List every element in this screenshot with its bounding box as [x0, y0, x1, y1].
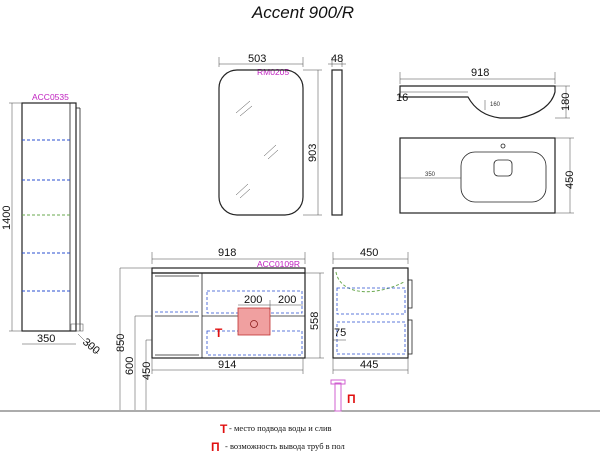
water-supply-zone [237, 307, 271, 336]
cabinet-600-dim: 600 [124, 357, 136, 375]
basin-top-view [399, 137, 556, 214]
side-depth-top-dim: 450 [360, 247, 378, 259]
tap-hole-icon [493, 159, 513, 177]
pipe-offset-2: 200 [278, 294, 296, 306]
cabinet-450-dim: 450 [141, 362, 153, 380]
vanity-front: 918 ACC0109R 200 200 T 558 850 600 [115, 247, 324, 410]
cabinet-body [151, 272, 306, 359]
cabinet-height-dim: 558 [309, 312, 321, 330]
floor-pipe [334, 382, 342, 412]
side-body [332, 267, 409, 359]
mirror-body [218, 69, 304, 216]
mirror-profile [331, 69, 343, 216]
legend-t-text: - место подвода воды и слив [229, 423, 332, 433]
mirror-code: RM0205 [257, 67, 289, 77]
mirror-height-dim: 903 [307, 144, 319, 162]
column-cabinet: ACC0535 1400 350 300 [1, 92, 102, 357]
basin-bowl [460, 151, 547, 203]
legend-p-text: - возможность вывода труб в пол [225, 441, 345, 451]
cabinet-total-height-dim: 850 [115, 334, 127, 352]
floor-outlet-marker: П [347, 392, 356, 406]
mirror-depth-dim: 48 [331, 53, 343, 65]
mirror: 503 RM0205 903 48 [218, 53, 346, 216]
drawer-outline [206, 290, 303, 314]
legend-p-mark: П [211, 440, 220, 454]
basin-bowl-offset: 350 [425, 172, 436, 178]
column-body [21, 102, 77, 332]
drawing-title: Accent 900/R [251, 3, 354, 22]
side-shelf-height-dim: 75 [334, 327, 346, 339]
basin: 918 160 16 180 350 450 [396, 67, 576, 214]
side-depth-bottom-dim: 445 [360, 359, 378, 371]
cabinet-top-width-dim: 918 [218, 247, 236, 259]
mirror-width-dim: 503 [248, 53, 266, 65]
column-code: ACC0535 [32, 92, 69, 102]
basin-profile [399, 85, 556, 119]
basin-thickness-dim: 16 [396, 92, 408, 104]
basin-depth-dim: 450 [564, 171, 576, 189]
basin-small-label: 160 [490, 102, 501, 108]
vanity-side: 450 75 445 [332, 247, 413, 374]
pipe-offset-1: 200 [244, 294, 262, 306]
cabinet-code: ACC0109R [257, 259, 300, 269]
legend: T - место подвода воды и слив П - возмож… [211, 422, 345, 454]
basin-width-dim: 918 [471, 67, 489, 79]
basin-bowl-side [335, 271, 405, 293]
water-outlet-marker: T [215, 326, 223, 340]
column-height-dim: 1400 [1, 206, 13, 230]
column-width-dim: 350 [37, 333, 55, 345]
legend-t-mark: T [220, 422, 228, 436]
basin-height-dim: 180 [560, 93, 572, 111]
cabinet-bottom-width-dim: 914 [218, 359, 236, 371]
